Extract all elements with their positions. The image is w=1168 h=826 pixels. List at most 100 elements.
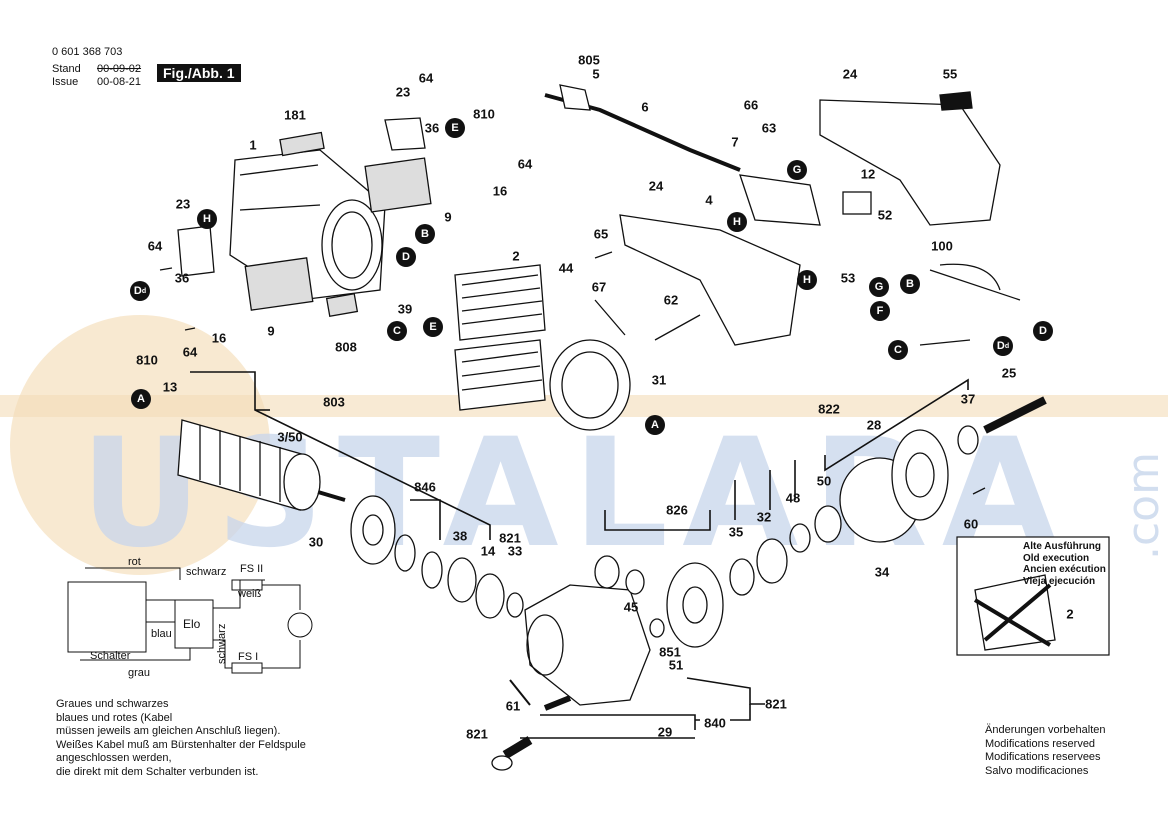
connector-G-1: G bbox=[787, 160, 807, 180]
part-label-826: 826 bbox=[666, 502, 688, 518]
fuse-fs1: FS I bbox=[238, 651, 259, 663]
wire-weiss: weiß bbox=[238, 588, 262, 600]
gear-housing-821 bbox=[524, 584, 651, 706]
wire-rot: rot bbox=[128, 556, 141, 568]
fuse-fs2: FS II bbox=[240, 563, 264, 575]
part-label-50: 50 bbox=[816, 473, 832, 489]
part-label-32: 32 bbox=[756, 509, 772, 525]
part-label-16b: 16 bbox=[211, 330, 227, 346]
part-label-24b: 24 bbox=[648, 178, 664, 194]
issue-label: Issue bbox=[52, 76, 79, 88]
part-label-28: 28 bbox=[866, 417, 882, 433]
part-label-38: 38 bbox=[452, 528, 468, 544]
part-label-52: 52 bbox=[877, 207, 893, 223]
wire-schwarz-top: schwarz bbox=[186, 566, 227, 578]
figure-label: Fig./Abb. 1 bbox=[157, 64, 241, 82]
connector-A-2: A bbox=[645, 415, 665, 435]
part-label-14: 14 bbox=[480, 543, 496, 559]
part-label-821a: 821 bbox=[499, 530, 521, 546]
part-label-66: 66 bbox=[743, 97, 759, 113]
wire-schwarz-side: schwarz bbox=[216, 623, 228, 664]
part-label-35: 35 bbox=[728, 524, 744, 540]
part-label-12: 12 bbox=[860, 166, 876, 182]
connector-F-1: F bbox=[870, 301, 890, 321]
part-label-840: 840 bbox=[704, 715, 726, 731]
field-coil-2 bbox=[454, 264, 546, 341]
part-label-33: 33 bbox=[507, 543, 523, 559]
part-label-9a: 9 bbox=[444, 209, 452, 225]
connector-B-1: B bbox=[415, 224, 435, 244]
part-label-62: 62 bbox=[663, 292, 679, 308]
part-number: 0 601 368 703 bbox=[52, 46, 123, 58]
part-label-808: 808 bbox=[335, 339, 357, 355]
part-label-822: 822 bbox=[818, 401, 840, 417]
part-label-100: 100 bbox=[931, 238, 953, 254]
inset-caption: Alte Ausführung Old execution Ancien exé… bbox=[1023, 541, 1106, 587]
part-label-39: 39 bbox=[397, 301, 413, 317]
part-label-23a: 23 bbox=[395, 84, 411, 100]
connector-G-2: G bbox=[869, 277, 889, 297]
part-label-13: 13 bbox=[162, 379, 178, 395]
part-label-44: 44 bbox=[558, 260, 574, 276]
part-label-37: 37 bbox=[960, 391, 976, 407]
part-label-3-50: 3/50 bbox=[277, 429, 303, 445]
wiring-note: Graues und schwarzes blaues und rotes (K… bbox=[56, 698, 306, 778]
motor-housing-1 bbox=[229, 149, 386, 301]
part-label-2: 2 bbox=[512, 248, 520, 264]
part-label-65: 65 bbox=[593, 226, 609, 242]
part-label-31: 31 bbox=[651, 372, 667, 388]
connector-D-2: D bbox=[1033, 321, 1053, 341]
part-label-181: 181 bbox=[284, 107, 306, 123]
connector-B-2: B bbox=[900, 274, 920, 294]
part-label-851: 851 bbox=[659, 644, 681, 660]
part-label-7: 7 bbox=[731, 134, 739, 150]
connector-H-3: H bbox=[797, 270, 817, 290]
connector-C-1: C bbox=[387, 321, 407, 341]
connector-H-2: H bbox=[727, 212, 747, 232]
stand-date: 00-09-02 bbox=[97, 63, 142, 75]
modifications-note: Änderungen vorbehalten Modifications res… bbox=[985, 724, 1106, 777]
part-label-64a: 64 bbox=[418, 70, 434, 86]
part-label-34: 34 bbox=[874, 564, 890, 580]
inset-part-2: 2 bbox=[1066, 606, 1074, 622]
part-label-821b: 821 bbox=[765, 696, 787, 712]
part-label-846: 846 bbox=[414, 479, 436, 495]
part-label-9b: 9 bbox=[267, 323, 275, 339]
part-label-61: 61 bbox=[505, 698, 521, 714]
part-label-16a: 16 bbox=[492, 183, 508, 199]
part-label-45: 45 bbox=[623, 599, 639, 615]
part-label-64d: 64 bbox=[182, 344, 198, 360]
part-label-64b: 64 bbox=[517, 156, 533, 172]
part-label-5: 5 bbox=[592, 66, 600, 82]
handle-24-lower bbox=[619, 214, 801, 346]
part-label-36b: 36 bbox=[174, 270, 190, 286]
part-label-810a: 810 bbox=[473, 106, 495, 122]
part-label-803: 803 bbox=[323, 394, 345, 410]
issue-date: 00-08-21 bbox=[97, 76, 142, 88]
connector-H-1: H bbox=[197, 209, 217, 229]
part-label-55: 55 bbox=[942, 66, 958, 82]
part-label-60: 60 bbox=[963, 516, 979, 532]
wire-grau: grau bbox=[128, 667, 151, 679]
part-label-63: 63 bbox=[761, 120, 777, 136]
part-label-4: 4 bbox=[705, 192, 713, 208]
handle-24-upper bbox=[819, 91, 1001, 226]
wiring-schematic bbox=[67, 567, 313, 674]
elo-box-label: Elo bbox=[183, 617, 201, 631]
watermark-suffix: .com bbox=[1118, 452, 1168, 560]
part-label-1: 1 bbox=[249, 137, 257, 153]
part-label-48: 48 bbox=[785, 490, 801, 506]
part-label-51: 51 bbox=[668, 657, 684, 673]
wire-blau: blau bbox=[151, 628, 172, 640]
connector-E-2: E bbox=[423, 317, 443, 337]
part-label-53: 53 bbox=[840, 270, 856, 286]
part-label-67: 67 bbox=[591, 279, 607, 295]
part-label-25: 25 bbox=[1001, 365, 1017, 381]
part-label-30: 30 bbox=[308, 534, 324, 550]
armature-803 bbox=[177, 419, 346, 511]
stand-label: Stand bbox=[52, 63, 81, 75]
connector-A-1: A bbox=[131, 389, 151, 409]
part-label-805: 805 bbox=[578, 52, 600, 68]
